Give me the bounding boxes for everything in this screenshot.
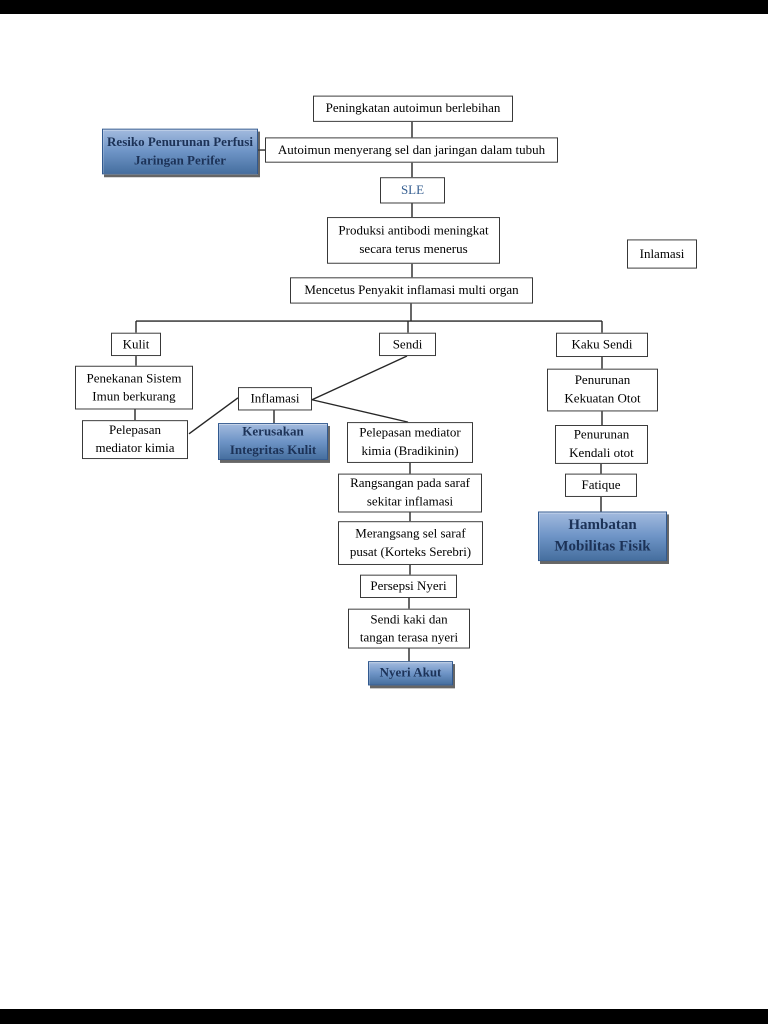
node-fatique: Fatique xyxy=(565,473,637,497)
node-kerusakan-integritas: Kerusakan Integritas Kulit xyxy=(218,423,328,461)
edge-sendi-to-inflamasi xyxy=(311,355,408,401)
node-inlamasi: Inlamasi xyxy=(627,239,697,269)
node-sendi-kaki: Sendi kaki dan tangan terasa nyeri xyxy=(348,608,470,649)
letterbox-bottom xyxy=(0,1009,768,1024)
node-pelepasan-bradikinin: Pelepasan mediator kimia (Bradikinin) xyxy=(347,422,473,463)
node-sendi: Sendi xyxy=(379,332,436,357)
node-merangsang-saraf: Merangsang sel saraf pusat (Korteks Sere… xyxy=(338,521,483,565)
node-sle: SLE xyxy=(380,177,445,204)
node-penekanan-sistem: Penekanan Sistem Imun berkurang xyxy=(75,365,193,410)
node-penurunan-kendali: Penurunan Kendali otot xyxy=(555,425,648,464)
node-hambatan-mobilitas: Hambatan Mobilitas Fisik xyxy=(538,511,667,562)
node-resiko-penurunan-perfusi: Resiko Penurunan Perfusi Jaringan Perife… xyxy=(102,128,258,175)
node-peningkatan-autoimun: Peningkatan autoimun berlebihan xyxy=(313,95,513,122)
node-mencetus-penyakit: Mencetus Penyakit inflamasi multi organ xyxy=(290,277,533,304)
node-persepsi-nyeri: Persepsi Nyeri xyxy=(360,574,457,598)
node-inflamasi: Inflamasi xyxy=(238,387,312,411)
node-pelepasan-mediator: Pelepasan mediator kimia xyxy=(82,420,188,460)
node-autoimun-menyerang: Autoimun menyerang sel dan jaringan dala… xyxy=(265,137,558,163)
letterbox-top xyxy=(0,0,768,14)
node-nyeri-akut: Nyeri Akut xyxy=(368,661,453,686)
edge-inflamasi-to-bradikinin xyxy=(311,399,409,423)
node-produksi-antibodi: Produksi antibodi meningkat secara terus… xyxy=(327,217,500,264)
node-kaku-sendi: Kaku Sendi xyxy=(556,332,648,358)
node-kulit: Kulit xyxy=(111,332,161,357)
node-rangsangan-saraf: Rangsangan pada saraf sekitar inflamasi xyxy=(338,473,482,513)
connector-lines xyxy=(134,121,603,662)
node-penurunan-kekuatan: Penurunan Kekuatan Otot xyxy=(547,368,658,412)
edge-inflamasi-to-pelepasan xyxy=(188,397,239,435)
